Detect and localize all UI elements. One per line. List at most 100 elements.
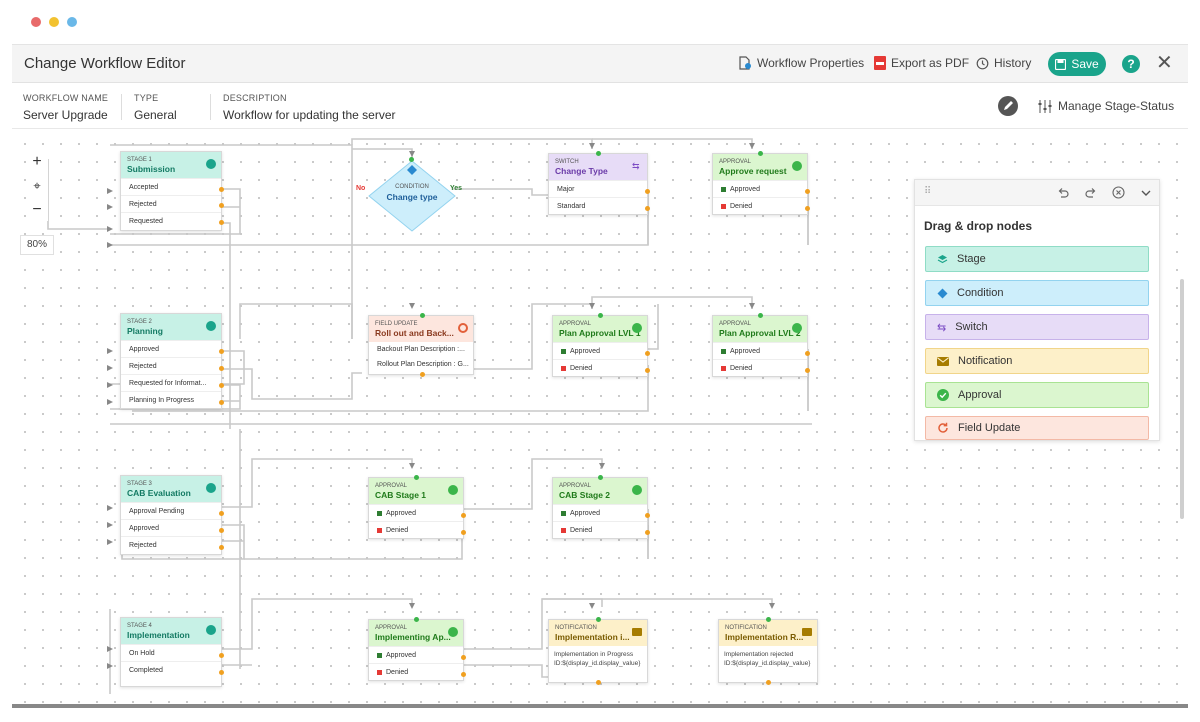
status-row[interactable]: Approval Pending: [121, 502, 221, 519]
output-port[interactable]: [805, 206, 810, 211]
denied-row[interactable]: Denied: [553, 359, 647, 376]
history-button[interactable]: History: [976, 56, 1031, 70]
drag-handle-icon[interactable]: ⠿: [924, 186, 931, 197]
output-port[interactable]: [766, 680, 771, 685]
node-cab-evaluation[interactable]: STAGE 3 CAB Evaluation Approval Pending …: [120, 475, 224, 555]
workflow-canvas[interactable]: + ⌖ − 80% STAGE 1 Submission Accepted Re…: [12, 129, 1188, 708]
status-row[interactable]: Rejected: [121, 195, 221, 212]
undo-icon[interactable]: [1057, 187, 1069, 199]
output-port[interactable]: [219, 653, 224, 658]
approved-row[interactable]: Approved: [553, 504, 647, 521]
denied-row[interactable]: Denied: [369, 521, 463, 538]
output-port[interactable]: [805, 189, 810, 194]
node-plan-approval-lvl1[interactable]: APPROVAL Plan Approval LVL 1 Approved De…: [552, 313, 650, 377]
denied-row[interactable]: Denied: [713, 359, 807, 376]
status-row[interactable]: Rejected: [121, 357, 221, 374]
help-button[interactable]: ?: [1122, 55, 1140, 73]
output-port[interactable]: [219, 187, 224, 192]
zoom-out-button[interactable]: −: [32, 201, 42, 218]
approved-row[interactable]: Approved: [369, 646, 463, 663]
clear-icon[interactable]: [1112, 186, 1125, 199]
input-port[interactable]: [598, 475, 603, 480]
case-row[interactable]: Standard: [549, 197, 647, 214]
palette-item-condition[interactable]: Condition: [925, 280, 1149, 306]
node-condition[interactable]: [367, 159, 457, 233]
palette-item-stage[interactable]: Stage: [925, 246, 1149, 272]
output-port[interactable]: [219, 528, 224, 533]
node-switch[interactable]: SWITCH Change Type ⇆ Major Standard: [548, 151, 650, 215]
approved-row[interactable]: Approved: [713, 180, 807, 197]
window-minimize-dot[interactable]: [49, 17, 59, 27]
output-port[interactable]: [461, 530, 466, 535]
input-port[interactable]: [758, 151, 763, 156]
output-port[interactable]: [645, 368, 650, 373]
output-port[interactable]: [645, 206, 650, 211]
denied-row[interactable]: Denied: [369, 663, 463, 680]
denied-row[interactable]: Denied: [713, 197, 807, 214]
field-row[interactable]: Rollout Plan Description : G...: [377, 361, 469, 368]
status-row[interactable]: Approved: [121, 340, 221, 357]
field-row[interactable]: Backout Plan Description :...: [377, 346, 465, 353]
output-port[interactable]: [461, 672, 466, 677]
output-port[interactable]: [219, 366, 224, 371]
output-port[interactable]: [645, 530, 650, 535]
redo-icon[interactable]: [1085, 187, 1097, 199]
recenter-button[interactable]: ⌖: [33, 178, 41, 193]
status-row[interactable]: Requested for Informat...: [121, 374, 221, 391]
output-port[interactable]: [645, 513, 650, 518]
output-port[interactable]: [219, 220, 224, 225]
export-pdf-button[interactable]: Export as PDF: [874, 56, 969, 70]
node-submission[interactable]: STAGE 1 Submission Accepted Rejected Req…: [120, 151, 224, 231]
input-port[interactable]: [758, 313, 763, 318]
output-port[interactable]: [645, 189, 650, 194]
chevron-down-icon[interactable]: [1141, 188, 1151, 198]
node-notification-rejected[interactable]: NOTIFICATION Implementation R... Impleme…: [718, 617, 818, 685]
output-port[interactable]: [219, 400, 224, 405]
node-plan-approval-lvl2[interactable]: APPROVAL Plan Approval LVL 2 Approved De…: [712, 313, 810, 377]
input-port[interactable]: [598, 313, 603, 318]
node-field-update[interactable]: FIELD UPDATE Roll out and Back... Backou…: [368, 313, 474, 377]
palette-item-switch[interactable]: ⇆ Switch: [925, 314, 1149, 340]
status-row[interactable]: Completed: [121, 661, 221, 678]
input-port[interactable]: [766, 617, 771, 622]
output-port[interactable]: [420, 372, 425, 377]
input-port[interactable]: [596, 151, 601, 156]
output-port[interactable]: [805, 368, 810, 373]
input-port[interactable]: [420, 313, 425, 318]
approved-row[interactable]: Approved: [553, 342, 647, 359]
status-row[interactable]: Accepted: [121, 178, 221, 195]
output-port[interactable]: [219, 349, 224, 354]
status-row[interactable]: On Hold: [121, 644, 221, 661]
output-port[interactable]: [219, 670, 224, 675]
output-port[interactable]: [805, 351, 810, 356]
save-button[interactable]: Save: [1048, 52, 1106, 76]
output-port[interactable]: [461, 655, 466, 660]
output-port[interactable]: [219, 511, 224, 516]
canvas-scrollbar[interactable]: [1180, 279, 1184, 519]
node-implementing-approval[interactable]: APPROVAL Implementing Ap... Approved Den…: [368, 617, 466, 681]
status-row[interactable]: Planning In Progress: [121, 391, 221, 408]
workflow-properties-button[interactable]: Workflow Properties: [738, 56, 864, 70]
output-port[interactable]: [645, 351, 650, 356]
input-port[interactable]: [596, 617, 601, 622]
status-row[interactable]: Requested: [121, 212, 221, 229]
output-port[interactable]: [219, 383, 224, 388]
case-row[interactable]: Major: [549, 180, 647, 197]
close-button[interactable]: ✕: [1156, 52, 1173, 74]
output-port[interactable]: [219, 545, 224, 550]
denied-row[interactable]: Denied: [553, 521, 647, 538]
output-port[interactable]: [596, 680, 601, 685]
input-port[interactable]: [409, 157, 414, 162]
node-planning[interactable]: STAGE 2 Planning Approved Rejected Reque…: [120, 313, 224, 409]
status-row[interactable]: Approved: [121, 519, 221, 536]
manage-stage-status-button[interactable]: Manage Stage-Status: [1038, 99, 1174, 113]
zoom-in-button[interactable]: +: [32, 153, 42, 170]
approved-row[interactable]: Approved: [369, 504, 463, 521]
node-cab-stage-2[interactable]: APPROVAL CAB Stage 2 Approved Denied: [552, 475, 650, 539]
palette-item-approval[interactable]: Approval: [925, 382, 1149, 408]
output-port[interactable]: [219, 203, 224, 208]
output-port[interactable]: [461, 513, 466, 518]
node-implementation[interactable]: STAGE 4 Implementation On Hold Completed: [120, 617, 224, 687]
node-cab-stage-1[interactable]: APPROVAL CAB Stage 1 Approved Denied: [368, 475, 466, 539]
input-port[interactable]: [414, 617, 419, 622]
